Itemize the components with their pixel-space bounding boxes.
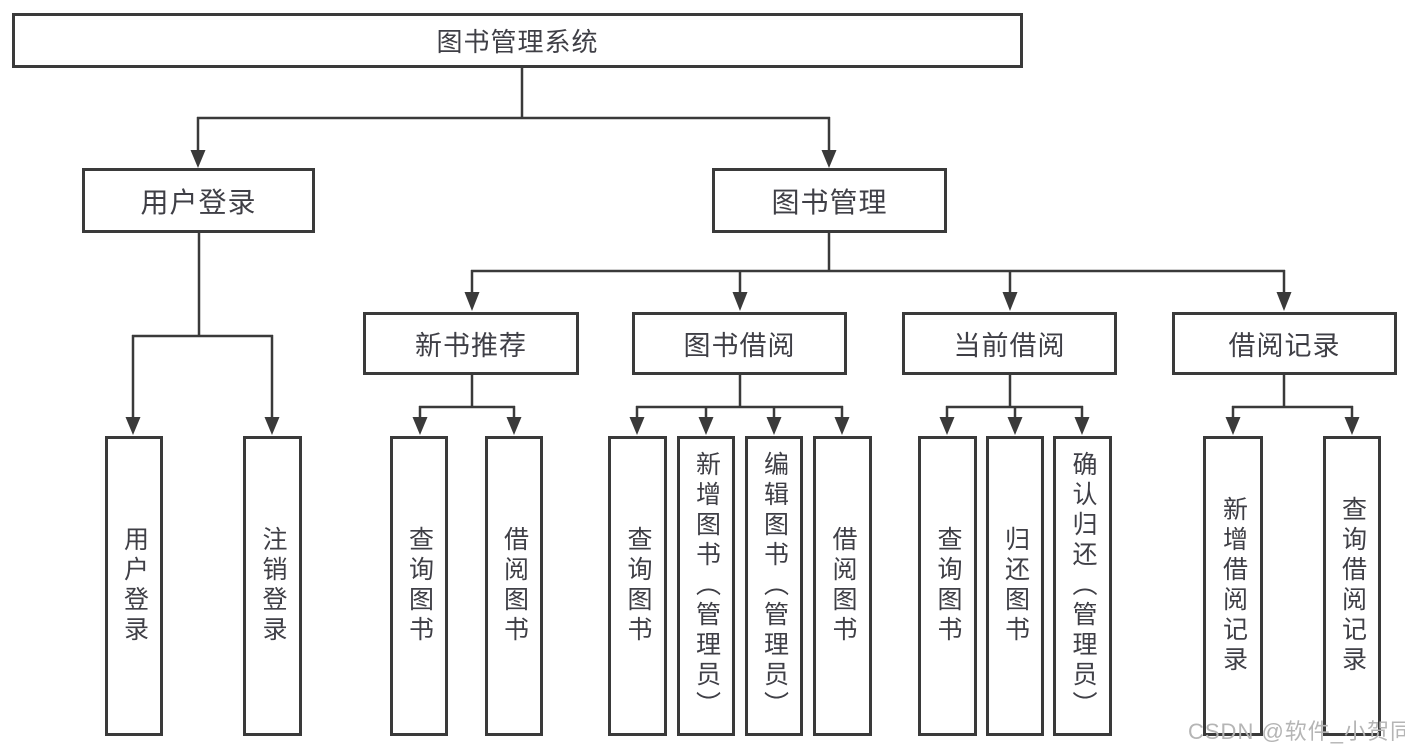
node-library-management-system: 图书管理系统 [12, 13, 1023, 68]
leaf-borrow-books: 借阅图书 [813, 436, 872, 736]
node-label: 借阅记录 [1228, 331, 1341, 361]
node-label: 图书管理系统 [436, 27, 599, 57]
node-label: 编辑图书（管理员） [760, 451, 789, 721]
leaf-user-login: 用户登录 [105, 436, 163, 736]
node-label: 查询图书 [934, 526, 962, 646]
leaf-query-borrow-record: 查询借阅记录 [1323, 436, 1381, 736]
leaf-query-books-borrowing: 查询图书 [608, 436, 667, 736]
leaf-return-books: 归还图书 [986, 436, 1044, 736]
node-label: 图书管理 [771, 186, 888, 218]
leaf-query-books-recommend: 查询图书 [390, 436, 448, 736]
node-current-borrowing: 当前借阅 [902, 312, 1117, 375]
leaf-borrow-books-recommend: 借阅图书 [485, 436, 543, 736]
node-user-login: 用户登录 [82, 168, 315, 233]
node-label: 新书推荐 [415, 331, 527, 361]
node-new-book-recommend: 新书推荐 [363, 312, 579, 375]
leaf-query-books-current: 查询图书 [918, 436, 977, 736]
node-book-borrowing: 图书借阅 [632, 312, 847, 375]
node-label: 用户登录 [120, 526, 149, 646]
node-label: 当前借阅 [953, 331, 1066, 361]
node-label: 新增借阅记录 [1219, 496, 1248, 676]
leaf-add-borrow-record: 新增借阅记录 [1203, 436, 1263, 736]
node-book-management: 图书管理 [712, 168, 947, 233]
node-label: 借阅图书 [829, 526, 857, 646]
node-label: 注销登录 [259, 526, 287, 646]
leaf-logout-login: 注销登录 [243, 436, 302, 736]
leaf-edit-book-admin: 编辑图书（管理员） [745, 436, 803, 736]
node-label: 新增图书（管理员） [692, 451, 721, 721]
node-label: 用户登录 [140, 186, 257, 218]
csdn-watermark: CSDN @软件_小贺同学 [1188, 719, 1405, 744]
leaf-add-book-admin: 新增图书（管理员） [677, 436, 735, 736]
node-label: 确认归还（管理员） [1069, 451, 1097, 721]
node-label: 归还图书 [1001, 526, 1030, 646]
node-label: 查询图书 [405, 526, 434, 646]
node-label: 查询借阅记录 [1338, 496, 1367, 676]
node-borrowing-records: 借阅记录 [1172, 312, 1397, 375]
leaf-confirm-return-admin: 确认归还（管理员） [1053, 436, 1112, 736]
node-label: 查询图书 [624, 526, 652, 646]
node-label: 图书借阅 [683, 331, 796, 361]
node-label: 借阅图书 [500, 526, 529, 646]
